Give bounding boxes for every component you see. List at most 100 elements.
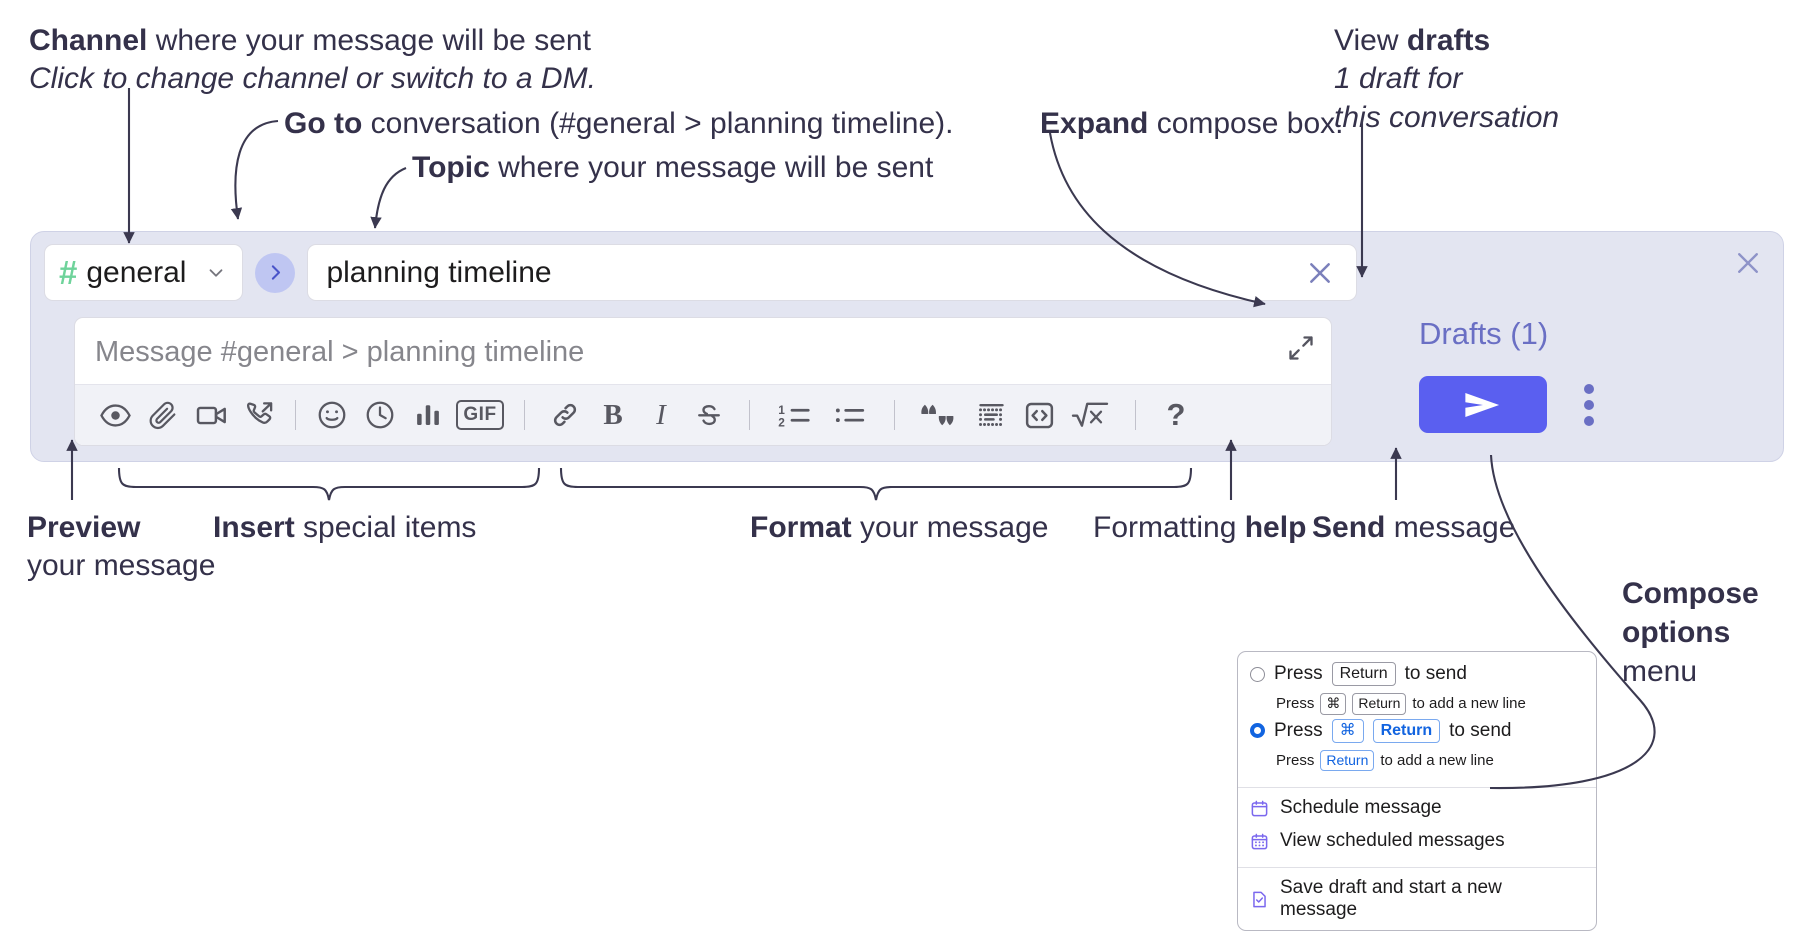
drafts-link[interactable]: Drafts (1) <box>1419 316 1549 351</box>
annotation-goto-bold: Go to <box>284 107 363 140</box>
annotation-compose-options-bold2: options <box>1622 616 1731 649</box>
key-return: Return <box>1331 662 1396 686</box>
gif-icon[interactable]: GIF <box>452 391 508 439</box>
toolbar-separator <box>749 400 750 430</box>
annotation-help-plain: Formatting <box>1093 511 1245 544</box>
annotation-expand-bold: Expand <box>1040 107 1149 140</box>
svg-text:2: 2 <box>778 415 785 429</box>
annotation-insert-rest: special items <box>294 511 477 544</box>
annotation-send-bold: Send <box>1312 511 1386 544</box>
annotation-goto-rest: conversation (#general > planning timeli… <box>362 107 954 140</box>
channel-selector[interactable]: # general <box>44 244 244 301</box>
topic-input[interactable]: planning timeline <box>307 244 1358 301</box>
toolbar-separator <box>524 400 525 430</box>
key-return: Return <box>1372 718 1441 743</box>
menu-item-label: Schedule message <box>1280 797 1442 818</box>
annotation-channel: Channel where your message will be sent … <box>29 22 596 99</box>
audio-call-icon[interactable] <box>235 391 283 439</box>
radio-button[interactable] <box>1250 666 1265 682</box>
annotation-compose-options-bold1: Compose <box>1622 577 1759 610</box>
save-draft-icon <box>1250 890 1269 909</box>
calendar-schedule-icon <box>1250 799 1269 818</box>
annotation-drafts-italic1: 1 draft for <box>1334 62 1463 96</box>
send-button[interactable] <box>1419 376 1547 433</box>
annotation-topic-rest: where your message will be sent <box>489 151 934 184</box>
kebab-dot <box>1584 400 1594 410</box>
bold-label: B <box>603 398 623 431</box>
math-icon[interactable] <box>1063 391 1119 439</box>
menu-item-schedule-message[interactable]: Schedule message <box>1238 788 1596 828</box>
compose-header-row: # general planning timeline <box>44 244 1358 301</box>
blockquote-icon[interactable] <box>911 391 967 439</box>
channel-name: general <box>86 255 187 289</box>
annotation-drafts-italic2: this conversation <box>1334 100 1560 134</box>
chevron-down-icon <box>205 262 227 284</box>
send-keybinding-options: Press Return to send Press ⌘ Return to a… <box>1238 652 1596 781</box>
close-icon[interactable] <box>1731 246 1765 280</box>
emoji-icon[interactable] <box>308 391 356 439</box>
annotation-insert: Insert special items <box>213 509 476 547</box>
menu-item-label: Save draft and start a new message <box>1280 877 1502 920</box>
annotation-insert-bold: Insert <box>213 511 295 544</box>
option1-sub-tail: to add a new line <box>1412 695 1526 713</box>
formatting-toolbar: GIF B I 1 <box>75 384 1331 445</box>
annotation-format-rest: your message <box>851 511 1049 544</box>
calendar-list-icon <box>1250 832 1269 851</box>
message-placeholder: Message #general > planning timeline <box>95 336 585 368</box>
reminder-clock-icon[interactable] <box>356 391 404 439</box>
svg-text:1: 1 <box>778 403 785 417</box>
option2-sub-tail: to add a new line <box>1380 751 1494 769</box>
toolbar-separator <box>894 400 895 430</box>
italic-label: I <box>656 398 666 431</box>
annotation-send: Send message <box>1312 509 1515 547</box>
bold-icon[interactable]: B <box>589 391 637 439</box>
annotation-drafts-bold: drafts <box>1406 24 1491 57</box>
menu-item-view-scheduled-messages[interactable]: View scheduled messages <box>1238 828 1596 861</box>
compose-options-menu: Press Return to send Press ⌘ Return to a… <box>1237 651 1597 931</box>
option1-to-send: to send <box>1404 663 1467 684</box>
video-icon[interactable] <box>187 391 235 439</box>
annotation-format: Format your message <box>750 509 1048 547</box>
preview-icon[interactable] <box>91 391 139 439</box>
annotation-channel-italic: Click to change channel or switch to a D… <box>29 62 596 96</box>
help-label: ? <box>1166 397 1186 432</box>
close-icon[interactable] <box>1304 257 1336 289</box>
code-icon[interactable] <box>1015 391 1063 439</box>
ordered-list-icon[interactable]: 1 2 <box>766 391 822 439</box>
attachment-icon[interactable] <box>139 391 187 439</box>
link-icon[interactable] <box>541 391 589 439</box>
bulleted-list-icon[interactable] <box>822 391 878 439</box>
poll-chart-icon[interactable] <box>404 391 452 439</box>
toolbar-separator <box>295 400 296 430</box>
annotation-preview: Preview your message <box>27 509 215 586</box>
annotation-topic-bold: Topic <box>412 151 490 184</box>
code-block-icon[interactable] <box>967 391 1015 439</box>
key-return: Return <box>1352 693 1407 715</box>
annotation-compose-options-plain: menu <box>1622 655 1698 688</box>
italic-icon[interactable]: I <box>637 391 685 439</box>
help-icon[interactable]: ? <box>1152 391 1200 439</box>
key-command: ⌘ <box>1320 693 1347 715</box>
toolbar-separator <box>1135 400 1136 430</box>
expand-icon[interactable] <box>1287 334 1315 367</box>
annotation-expand: Expand compose box. <box>1040 105 1343 143</box>
annotation-goto: Go to conversation (#general > planning … <box>284 105 954 143</box>
message-input-box[interactable]: Message #general > planning timeline <box>74 317 1332 446</box>
gif-label: GIF <box>456 400 504 430</box>
annotation-drafts-plain: View <box>1334 24 1407 57</box>
annotation-topic: Topic where your message will be sent <box>412 149 933 187</box>
compose-options-button[interactable] <box>1571 382 1607 428</box>
annotation-expand-rest: compose box. <box>1148 107 1344 140</box>
compose-panel: # general planning timeline Message #gen… <box>30 231 1784 462</box>
radio-button-selected[interactable] <box>1250 723 1265 738</box>
annotation-channel-bold: Channel <box>29 24 148 57</box>
goto-conversation-button[interactable] <box>255 252 296 293</box>
option1-sub-press: Press <box>1276 695 1315 713</box>
topic-value: planning timeline <box>326 255 552 289</box>
strikethrough-icon[interactable] <box>685 391 733 439</box>
kebab-dot <box>1584 416 1594 426</box>
menu-item-save-draft[interactable]: Save draft and start a new message <box>1238 868 1596 930</box>
radio-option-cmd-return-to-send[interactable]: Press ⌘ Return to send Press Return to a… <box>1250 718 1584 771</box>
menu-divider <box>1238 867 1596 868</box>
radio-option-return-to-send[interactable]: Press Return to send Press ⌘ Return to a… <box>1250 662 1584 715</box>
